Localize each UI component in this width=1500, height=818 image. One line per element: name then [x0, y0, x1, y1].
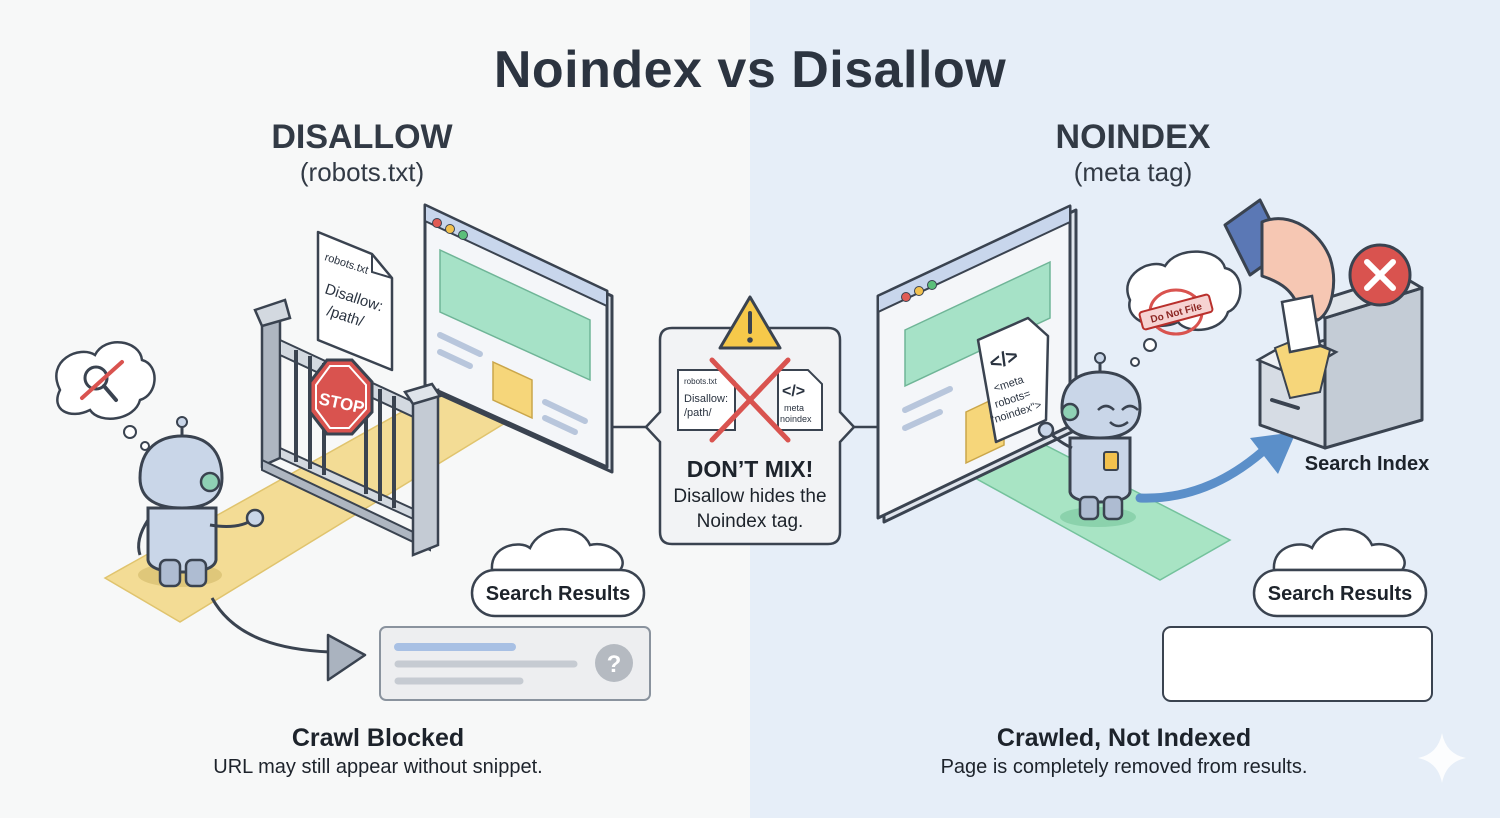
stop-sign-icon: STOP	[308, 358, 374, 436]
not-indexed-title: Crawled, Not Indexed	[996, 724, 1252, 752]
to-index-arrow	[1135, 432, 1296, 503]
disallow-heading: DISALLOW	[271, 118, 453, 156]
warning-title: DON’T MIX!	[686, 456, 814, 482]
left-search-results-cloud	[470, 528, 646, 618]
meta-noindex-tag-icon: </> <meta robots= "noindex">	[976, 316, 1050, 444]
url-without-snippet-result: ?	[379, 626, 651, 701]
svg-text:?: ?	[607, 651, 622, 678]
crawler-thought-bubble	[55, 341, 156, 451]
remove-x-icon	[1348, 243, 1412, 307]
warning-line2: Noindex tag.	[696, 511, 804, 532]
search-index-label: Search Index	[1304, 453, 1430, 475]
do-not-file-thought-bubble: Do Not File	[1126, 250, 1242, 367]
sparkle-icon	[1418, 733, 1466, 783]
noindex-subheading: (meta tag)	[1073, 157, 1193, 187]
robots-txt-file-icon: robots.txt Disallow: /path/	[316, 230, 394, 372]
empty-results-box	[1162, 626, 1433, 702]
card-tag-code: </>	[782, 383, 805, 400]
page-title: Noindex vs Disallow	[493, 41, 1007, 99]
indexed-page-browser-icon	[876, 204, 1078, 524]
card-file-line1: Disallow:	[684, 393, 728, 405]
crawl-blocked-title: Crawl Blocked	[291, 724, 465, 752]
strike-icon	[80, 360, 124, 400]
card-file-label: robots.txt	[684, 377, 718, 386]
locked-gate-icon	[253, 298, 442, 557]
disallow-subheading: (robots.txt)	[299, 157, 425, 187]
card-tag-line1: meta	[784, 403, 804, 413]
right-search-results-label: Search Results	[1267, 583, 1413, 605]
hand-removing-file-icon	[1223, 198, 1336, 354]
left-search-results-label: Search Results	[485, 583, 631, 605]
card-tag-line2: noindex	[780, 414, 812, 424]
crawl-blocked-text: URL may still appear without snippet.	[213, 756, 543, 778]
noindex-heading: NOINDEX	[1055, 118, 1211, 156]
card-file-line2: /path/	[684, 407, 712, 419]
blocked-page-browser-icon	[423, 203, 614, 474]
crawler-robot-reading	[1037, 352, 1142, 527]
blocked-flow-arrow	[210, 597, 367, 682]
right-search-results-cloud	[1252, 528, 1428, 618]
dont-mix-warning-card: robots.txt Disallow: /path/ </> meta noi…	[612, 295, 878, 546]
not-indexed-text: Page is completely removed from results.	[940, 756, 1308, 778]
warning-line1: Disallow hides the	[673, 486, 827, 507]
crawler-robot-blocked	[137, 416, 265, 588]
question-icon	[595, 644, 633, 682]
